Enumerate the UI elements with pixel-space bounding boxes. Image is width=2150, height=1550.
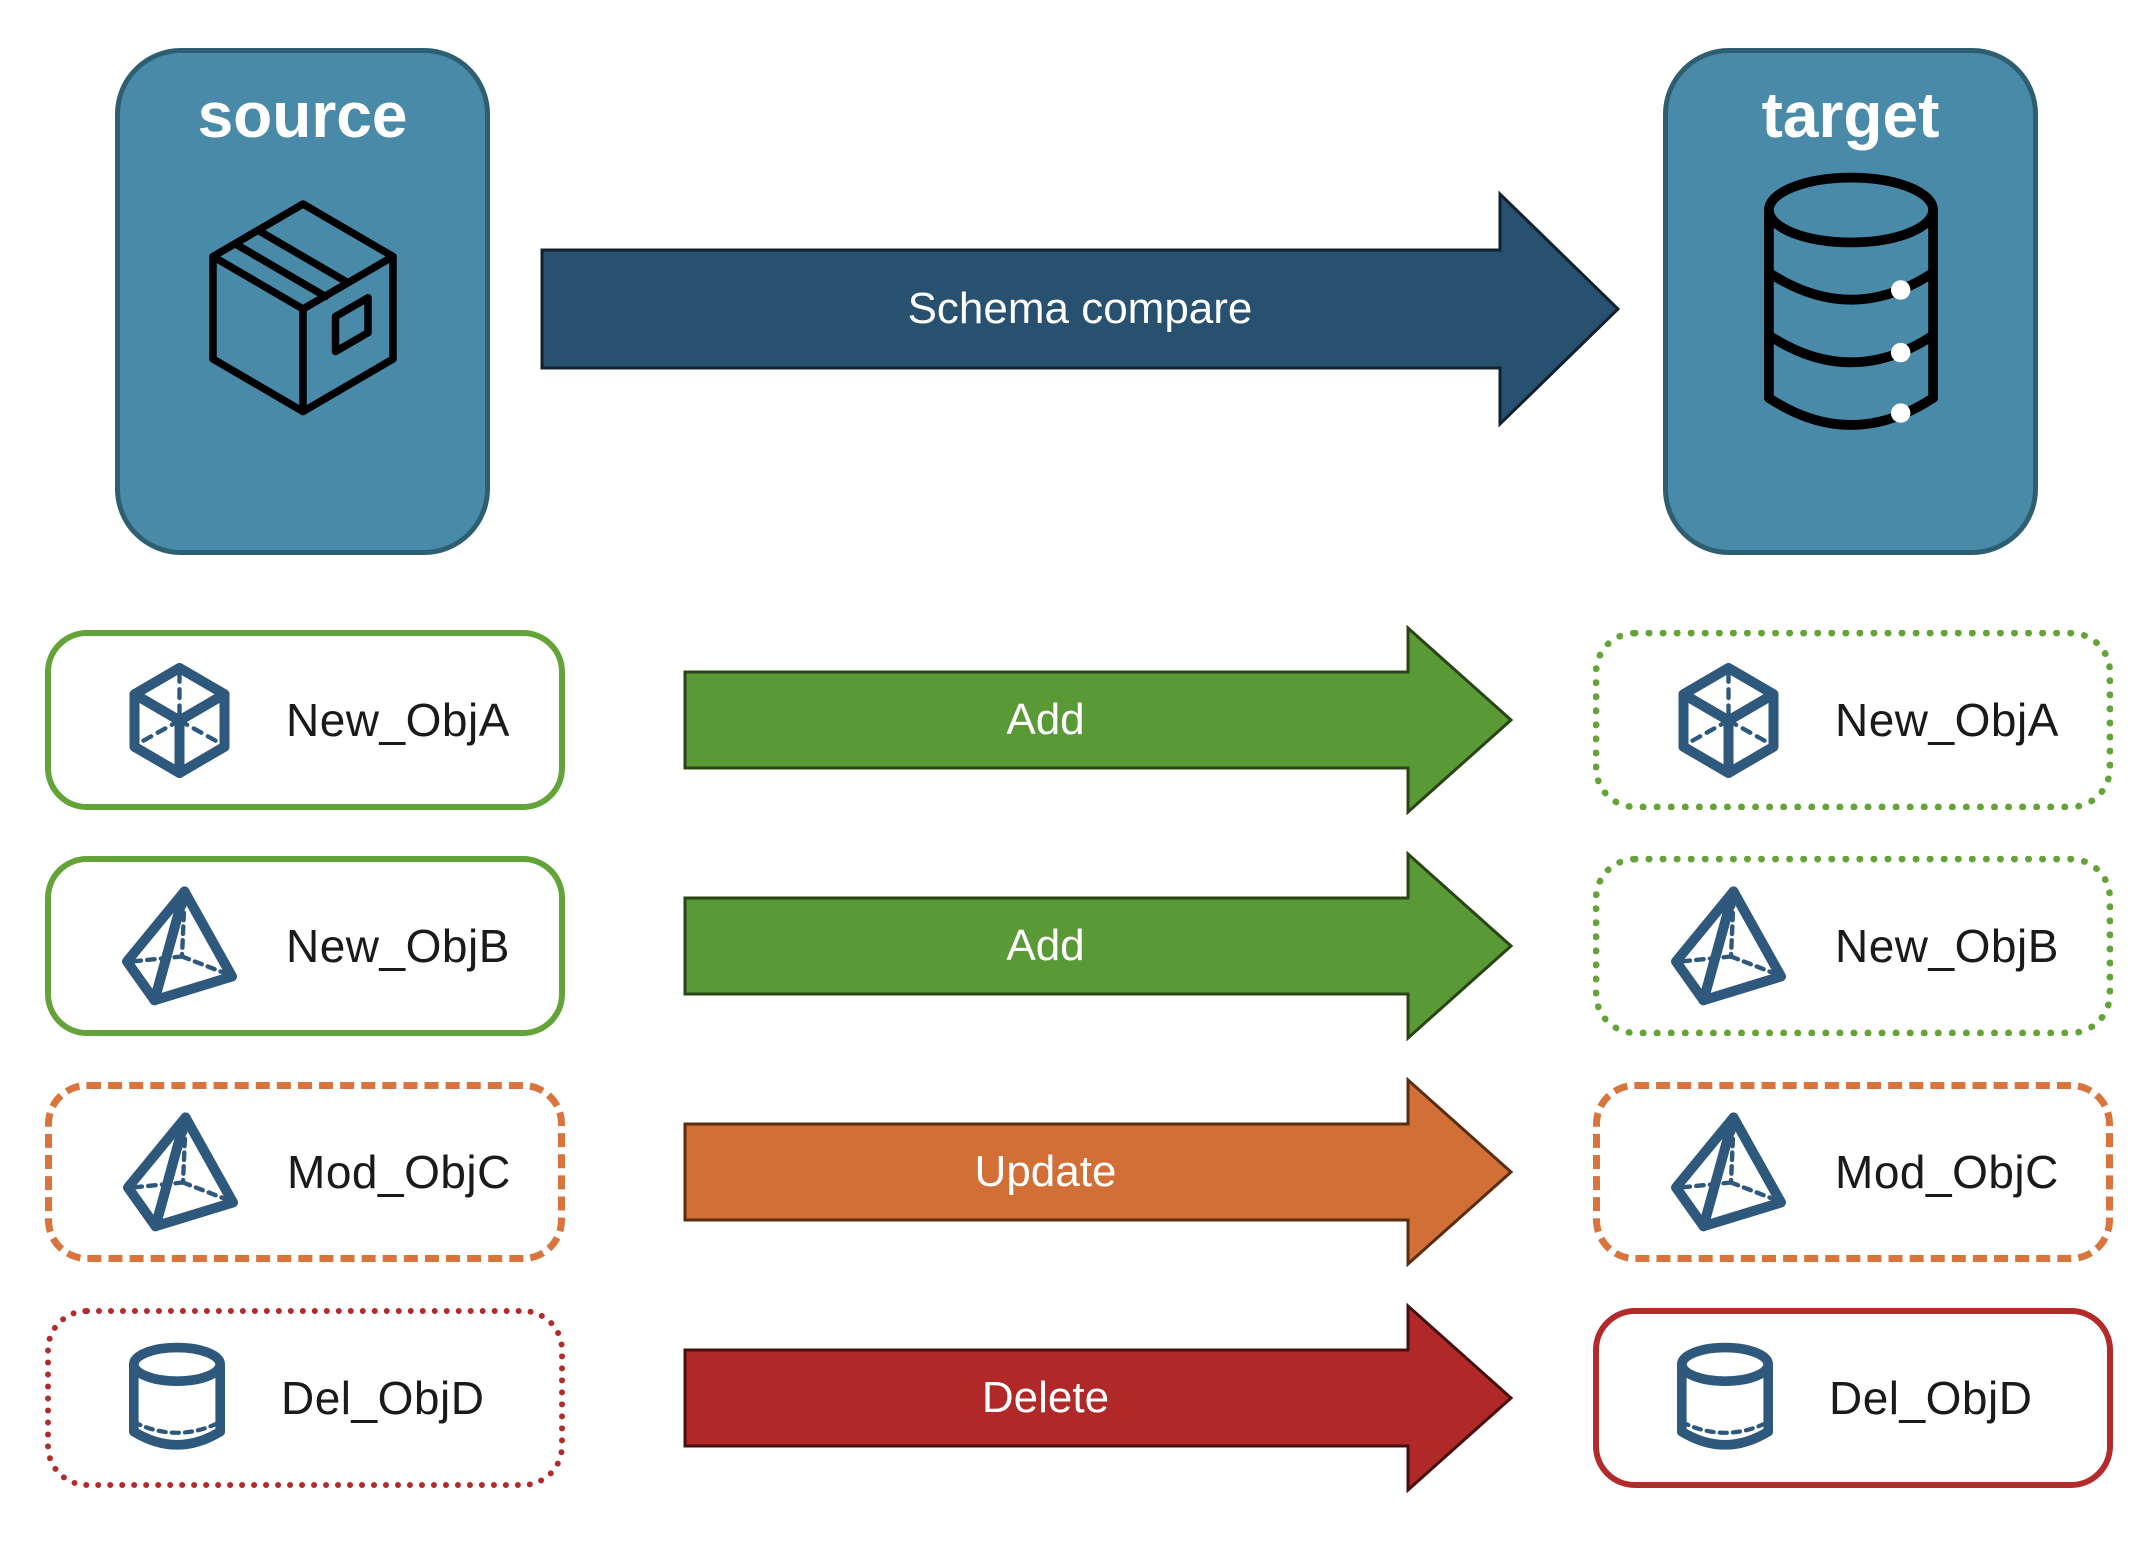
target-panel-title: target	[1761, 79, 1940, 151]
right-arrow-shape	[540, 190, 1620, 428]
cube-icon	[1678, 662, 1779, 778]
right-arrow-shape	[683, 625, 1513, 815]
target-object-mod-objc: Mod_ObjC	[1593, 1082, 2113, 1262]
add-arrow-row2: Add	[683, 851, 1513, 1041]
update-arrow-row3: Update	[683, 1077, 1513, 1267]
object-label: Del_ObjD	[281, 1372, 485, 1424]
schema-compare-arrow: Schema compare	[540, 184, 1620, 434]
object-label: New_ObjB	[1835, 920, 2059, 972]
object-label: New_ObjA	[286, 694, 510, 746]
pyramid-icon	[122, 886, 237, 1005]
right-arrow-shape	[683, 1077, 1513, 1267]
package-icon	[208, 200, 397, 416]
source-object-new-obja: New_ObjA	[45, 630, 565, 810]
source-panel-title: source	[197, 79, 408, 151]
action-arrow-label: Delete	[981, 1373, 1110, 1422]
right-arrow-shape	[683, 1303, 1513, 1493]
target-object-new-objb: New_ObjB	[1593, 856, 2113, 1036]
add-arrow-row1: Add	[683, 625, 1513, 815]
object-label: New_ObjB	[286, 920, 510, 972]
source-object-new-objb: New_ObjB	[45, 856, 565, 1036]
object-label: Mod_ObjC	[1835, 1146, 2059, 1198]
pyramid-icon	[1671, 886, 1786, 1005]
action-arrow-label: Add	[1006, 921, 1085, 970]
database-icon	[1763, 172, 1938, 430]
cylinder-icon	[1677, 1342, 1773, 1450]
object-label: New_ObjA	[1835, 694, 2059, 746]
source-panel: source	[115, 48, 490, 555]
delete-arrow-row4: Delete	[683, 1303, 1513, 1493]
source-object-del-objd: Del_ObjD	[45, 1308, 565, 1488]
action-arrow-label: Update	[974, 1147, 1117, 1196]
action-arrow-label: Add	[1006, 695, 1085, 744]
target-object-del-objd: Del_ObjD	[1593, 1308, 2113, 1488]
object-label: Mod_ObjC	[287, 1146, 511, 1198]
object-label: Del_ObjD	[1829, 1372, 2033, 1424]
schema-compare-arrow-label: Schema compare	[907, 284, 1253, 333]
right-arrow-shape	[683, 851, 1513, 1041]
target-object-new-obja: New_ObjA	[1593, 630, 2113, 810]
source-object-mod-objc: Mod_ObjC	[45, 1082, 565, 1262]
target-panel: target	[1663, 48, 2038, 555]
pyramid-icon	[123, 1112, 238, 1231]
cylinder-icon	[129, 1342, 225, 1450]
cube-icon	[129, 662, 230, 778]
pyramid-icon	[1671, 1112, 1786, 1231]
